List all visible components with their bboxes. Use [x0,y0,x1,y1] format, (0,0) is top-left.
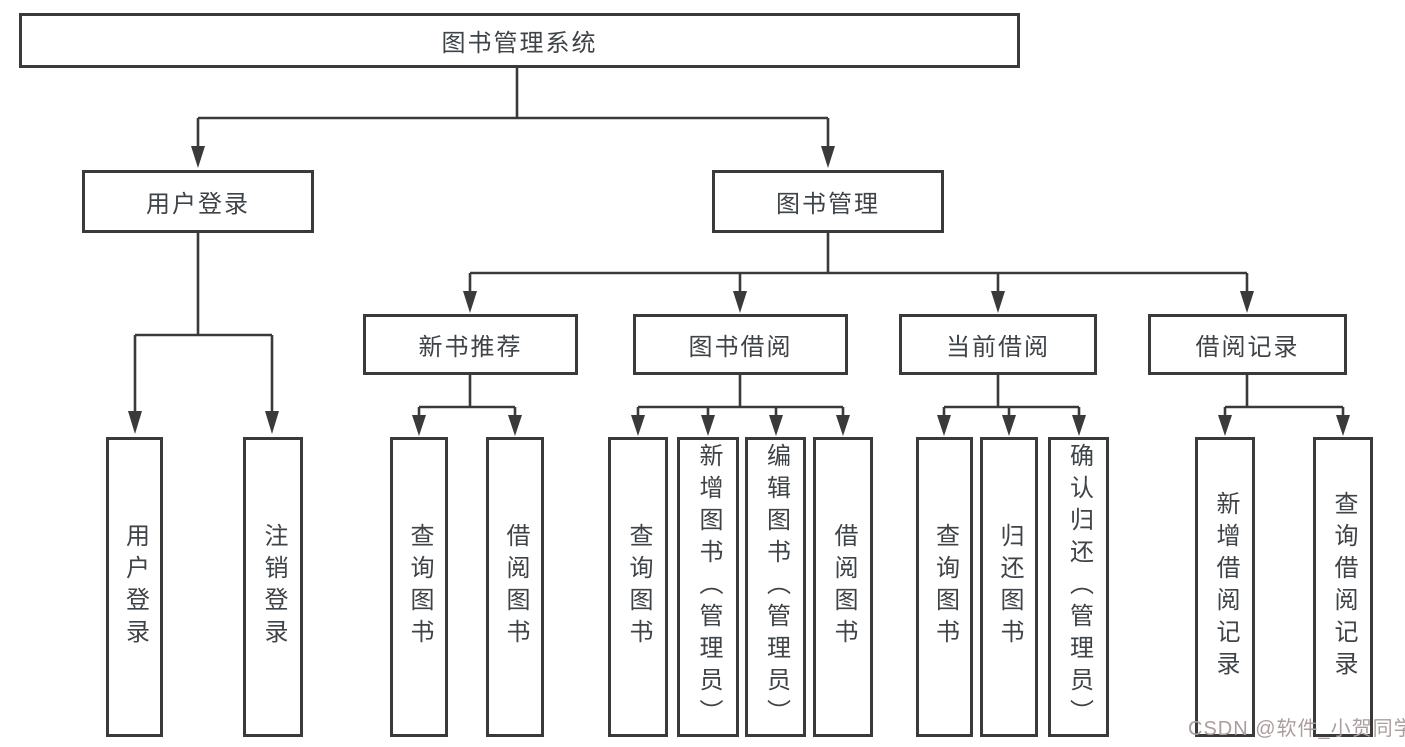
arrowheads [128,146,1350,436]
csdn-watermark: CSDN @软件_小贺同学 [1188,718,1405,740]
node-book-management: 图书管理 [712,170,944,233]
leaf-confirm-return-admin: 确认归还（管理员） [1048,437,1109,737]
leaf-query-books-3: 查询图书 [916,437,973,737]
node-new-book-recommend: 新书推荐 [363,314,578,375]
node-book-borrow: 图书借阅 [633,314,848,375]
leaf-borrow-books-1: 借阅图书 [486,437,544,737]
leaf-user-login: 用户登录 [106,437,163,737]
leaf-add-books-admin: 新增图书（管理员） [677,437,739,737]
node-current-borrow: 当前借阅 [899,314,1097,375]
leaf-query-books-2: 查询图书 [608,437,668,737]
leaf-query-books-1: 查询图书 [390,437,448,737]
node-library-system: 图书管理系统 [19,13,1020,68]
leaf-logout: 注销登录 [243,437,303,737]
leaf-return-books: 归还图书 [980,437,1038,737]
leaf-borrow-books-2: 借阅图书 [813,437,873,737]
node-borrow-records: 借阅记录 [1148,314,1347,375]
leaf-query-borrow-record: 查询借阅记录 [1313,437,1373,737]
leaf-edit-books-admin: 编辑图书（管理员） [745,437,806,737]
leaf-add-borrow-record: 新增借阅记录 [1195,437,1255,737]
node-user-login: 用户登录 [82,170,314,233]
